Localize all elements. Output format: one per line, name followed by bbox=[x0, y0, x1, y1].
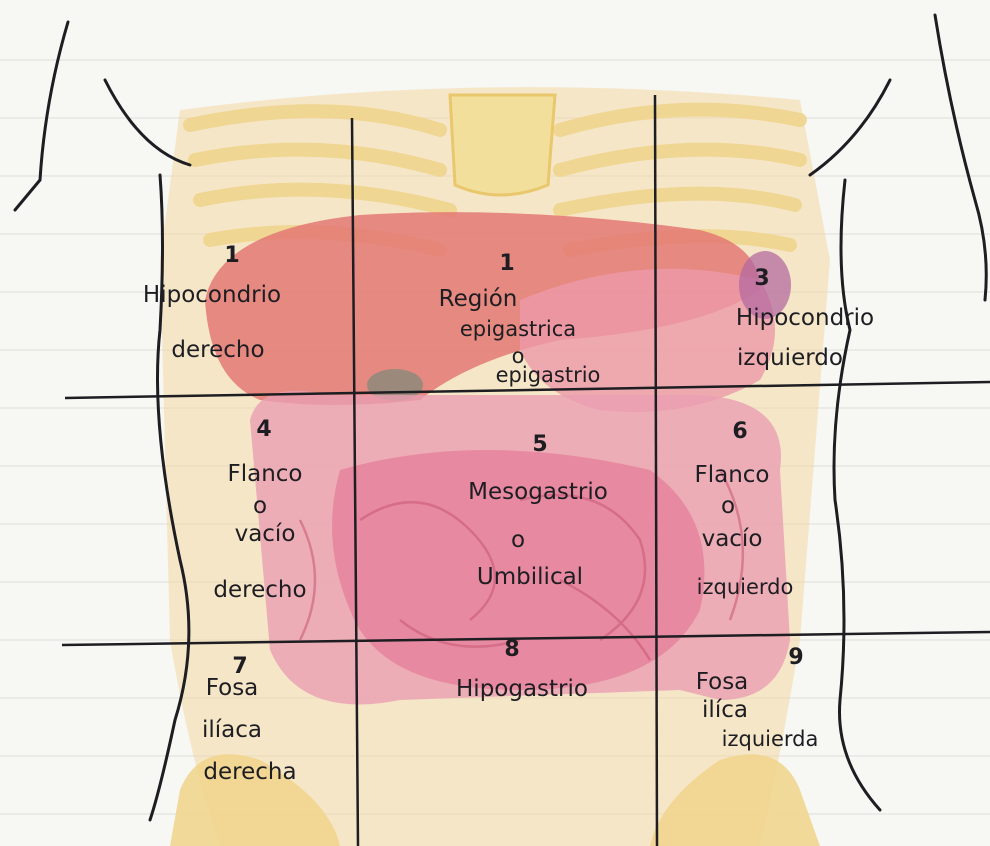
region-label-hipocondrio-izquierdo-line2: izquierdo bbox=[737, 346, 843, 370]
region-label-epigastrica-line4: epigastrio bbox=[496, 364, 601, 386]
region-label-fosa-iliaca-derecha-line3: derecha bbox=[203, 760, 296, 784]
region-label-fosa-iliaca-derecha-line1: Fosa bbox=[206, 676, 259, 700]
region-label-flanco-derecho-line4: derecho bbox=[213, 578, 306, 602]
region-label-epigastrica-line1: Región bbox=[439, 287, 518, 311]
region-number-3: 3 bbox=[754, 267, 769, 290]
sternum bbox=[450, 95, 555, 195]
region-label-flanco-izquierdo-line1: Flanco bbox=[694, 463, 769, 487]
region-label-fosa-iliaca-izquierda-line3: izquierda bbox=[722, 728, 819, 750]
region-label-fosa-iliaca-izquierda-line1: Fosa bbox=[696, 670, 749, 694]
region-number-5: 5 bbox=[532, 433, 547, 456]
region-label-hipocondrio-derecho-line1: Hipocondrio bbox=[143, 283, 281, 307]
region-label-fosa-iliaca-derecha-line2: ilíaca bbox=[202, 718, 262, 742]
region-label-flanco-izquierdo-line3: vacío bbox=[702, 527, 763, 551]
region-label-hipocondrio-izquierdo-line1: Hipocondrio bbox=[736, 306, 874, 330]
region-number-6: 6 bbox=[732, 420, 747, 443]
region-label-mesogastrio-line2: o bbox=[511, 528, 525, 552]
region-label-flanco-derecho-line2: o bbox=[253, 494, 267, 518]
region-label-flanco-derecho-line3: vacío bbox=[235, 522, 296, 546]
region-label-fosa-iliaca-izquierda-line2: ilíca bbox=[702, 698, 748, 722]
region-number-1: 1 bbox=[224, 244, 239, 267]
region-label-mesogastrio-line1: Mesogastrio bbox=[468, 480, 608, 504]
region-number-2: 1 bbox=[499, 252, 514, 275]
region-label-mesogastrio-line3: Umbilical bbox=[477, 565, 583, 589]
region-label-hipogastrio: Hipogastrio bbox=[456, 677, 588, 701]
region-number-9: 9 bbox=[788, 646, 803, 669]
region-number-4: 4 bbox=[256, 418, 271, 441]
region-number-8: 8 bbox=[504, 638, 519, 661]
region-label-flanco-derecho-line1: Flanco bbox=[227, 462, 302, 486]
region-label-flanco-izquierdo-line2: o bbox=[721, 494, 735, 518]
region-label-flanco-izquierdo-line4: izquierdo bbox=[697, 576, 794, 598]
region-label-hipocondrio-derecho-line2: derecho bbox=[171, 338, 264, 362]
region-label-epigastrica-line2: epigastrica bbox=[460, 318, 576, 340]
